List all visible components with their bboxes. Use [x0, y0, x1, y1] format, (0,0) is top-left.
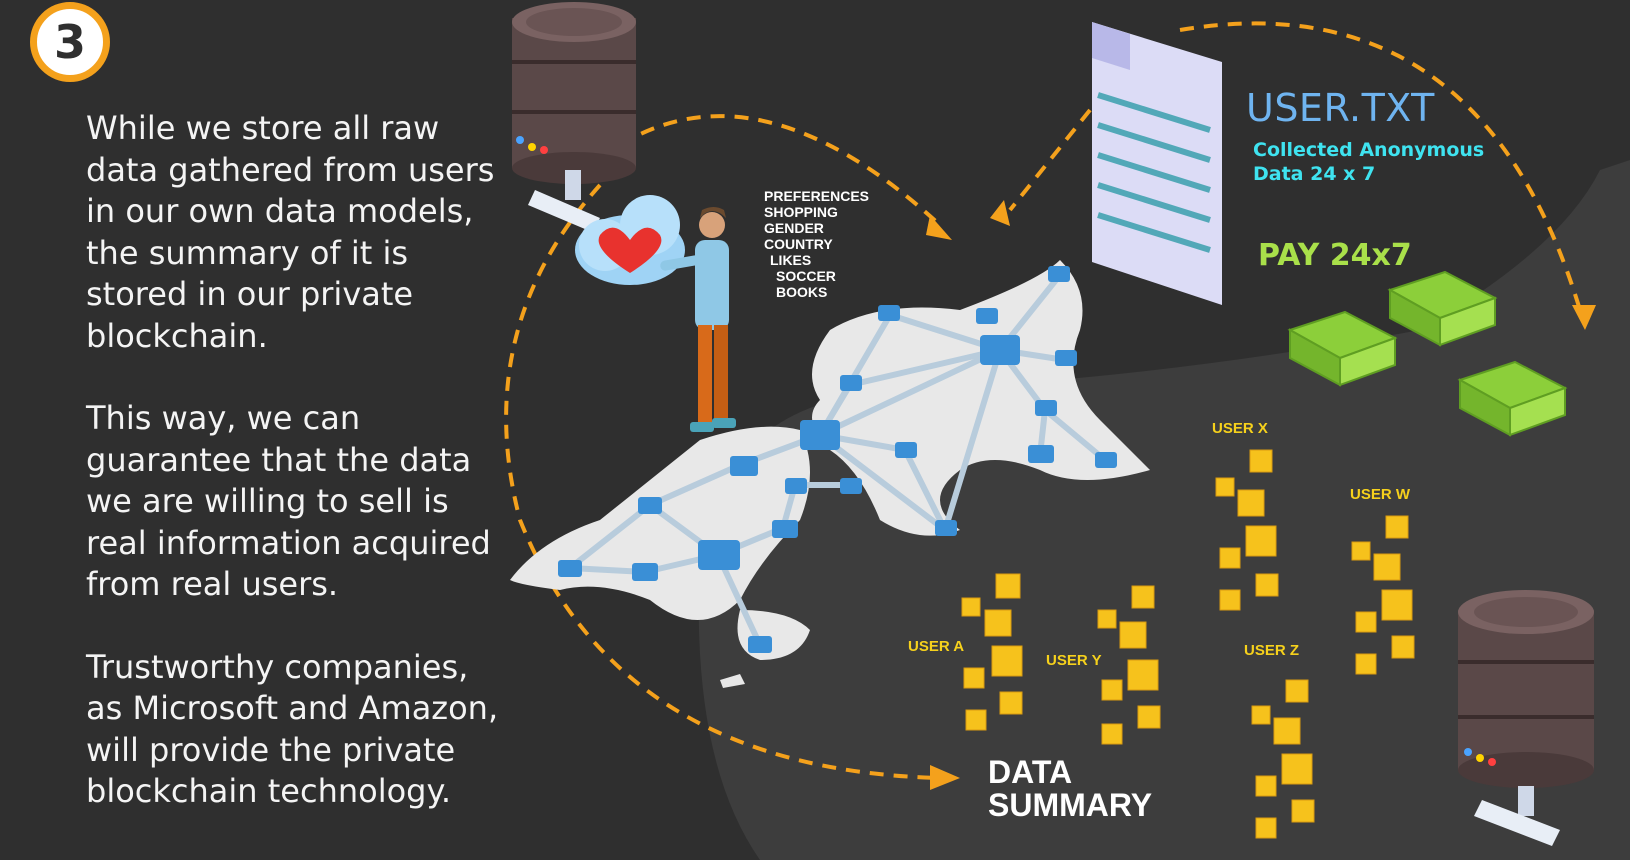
money-stack-icon: [1287, 270, 1568, 437]
paragraph-2: This way, we can guarantee that the data…: [86, 399, 491, 603]
step-number: 3: [53, 15, 86, 69]
pref-item: SOCCER: [776, 268, 836, 284]
database-icon-bottom: [1458, 590, 1594, 846]
summary-area-bg: [698, 160, 1630, 860]
flow-arrows: [504, 21, 1582, 780]
summary-line-2: SUMMARY: [988, 787, 1153, 823]
network-nodes: [558, 266, 1117, 653]
data-summary-label: DATA SUMMARY: [988, 756, 1152, 822]
data-cube-icons: [961, 449, 1415, 839]
pref-item: GENDER: [764, 220, 824, 236]
summary-line-1: DATA: [988, 754, 1073, 790]
user-label-w: USER W: [1350, 486, 1410, 503]
arrow-heads: [926, 200, 1596, 790]
pay-label: PAY 24x7: [1258, 238, 1412, 273]
pref-item: BOOKS: [776, 284, 828, 300]
cloud-heart-icon: [575, 195, 685, 285]
user-label-y: USER Y: [1046, 652, 1102, 669]
pref-item: SHOPPING: [764, 204, 838, 220]
pref-item: COUNTRY: [764, 236, 833, 252]
paragraph-3: Trustworthy companies, as Microsoft and …: [86, 647, 499, 811]
file-subtitle-line-2: Data 24 x 7: [1253, 163, 1376, 185]
body-text: While we store all raw data gathered fro…: [86, 108, 506, 854]
file-subtitle: Collected Anonymous Data 24 x 7: [1253, 138, 1484, 186]
user-label-x: USER X: [1212, 420, 1268, 437]
step-number-badge: 3: [30, 2, 110, 82]
file-subtitle-line-1: Collected Anonymous: [1253, 139, 1485, 161]
document-icon: [1092, 22, 1222, 305]
person-icon: [660, 207, 736, 432]
user-label-a: USER A: [908, 638, 965, 655]
pref-item: LIKES: [770, 252, 812, 268]
paragraph-1: While we store all raw data gathered fro…: [86, 109, 495, 355]
user-label-z: USER Z: [1244, 642, 1300, 659]
preferences-list: PREFERENCES SHOPPING GENDER COUNTRY LIKE…: [764, 188, 869, 300]
file-title: USER.TXT: [1246, 86, 1435, 130]
pref-item: PREFERENCES: [764, 188, 870, 204]
database-icon-top: [512, 2, 636, 232]
